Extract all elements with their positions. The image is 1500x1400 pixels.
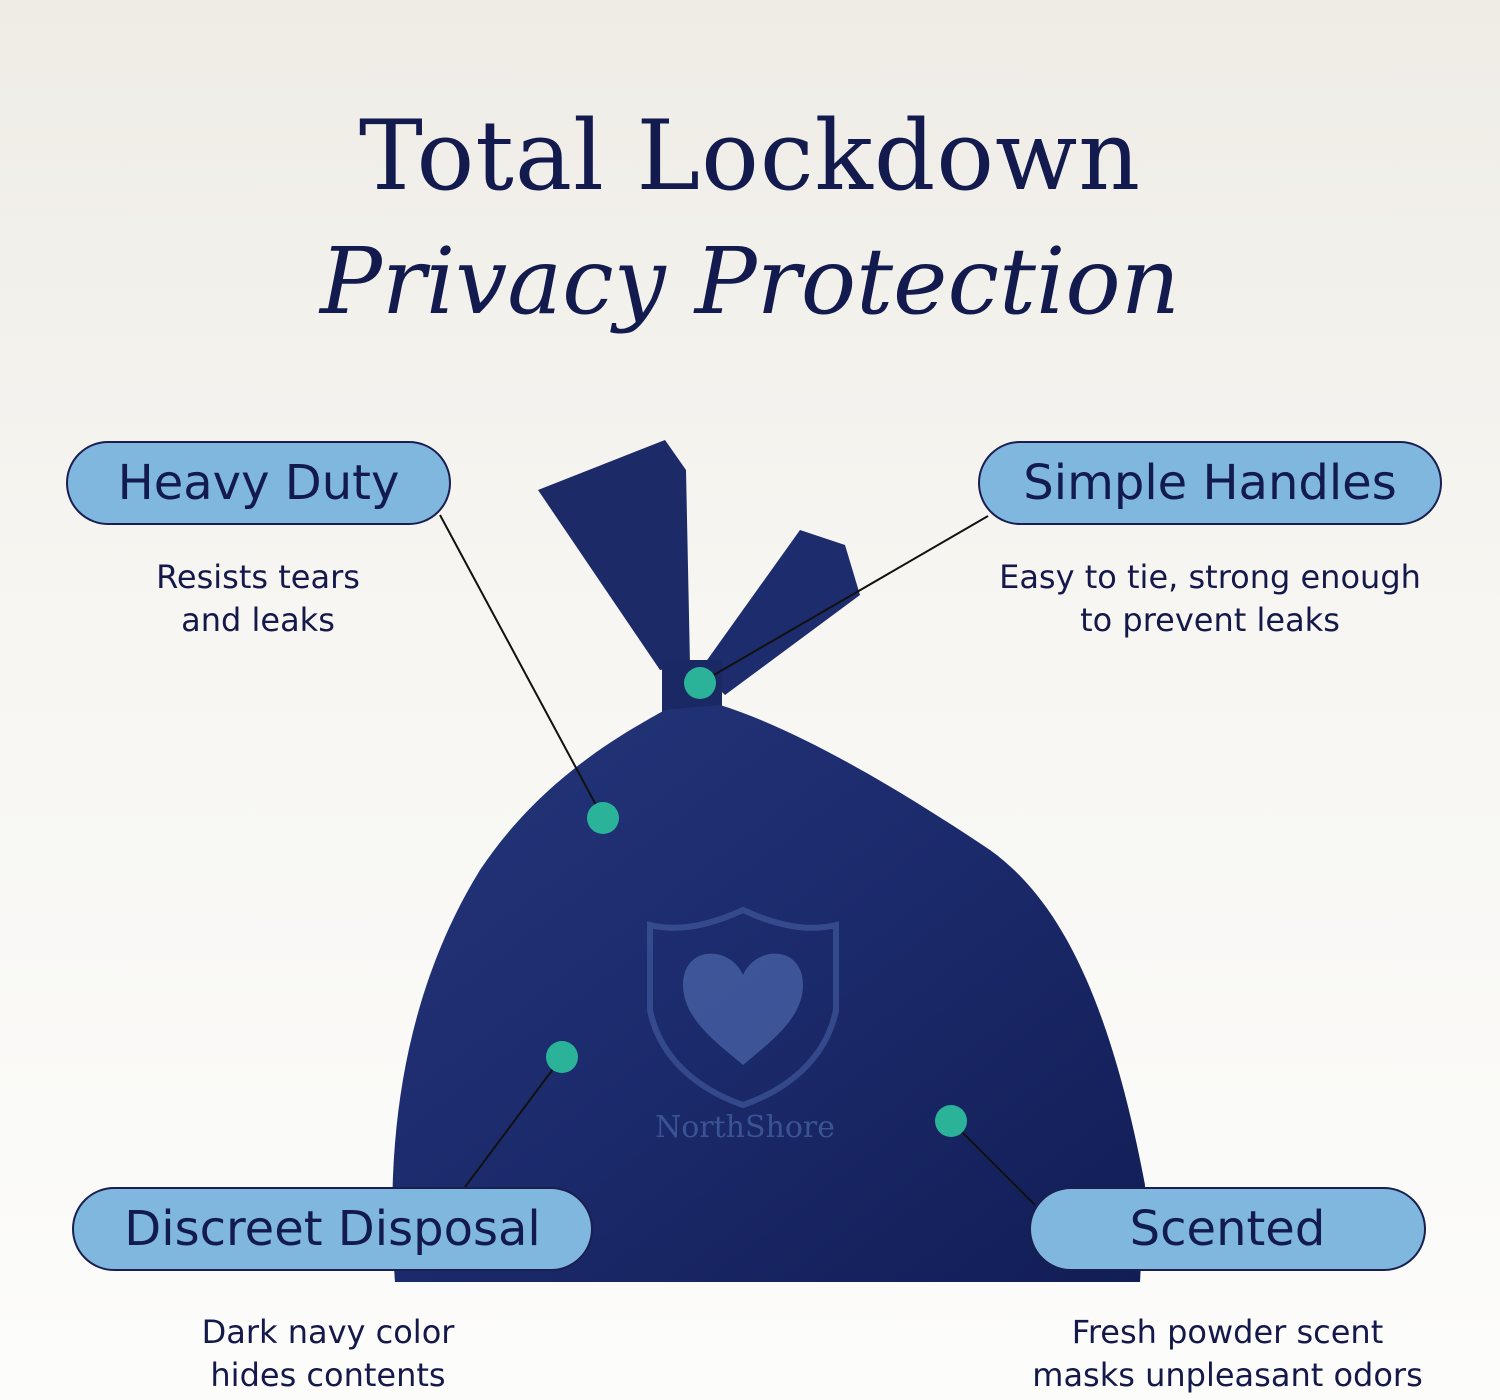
brand-logo-text: NorthShore xyxy=(654,1110,836,1145)
feature-pill-discreet-disposal: Discreet Disposal xyxy=(72,1187,593,1271)
handles-marker xyxy=(684,667,716,699)
desc-line: hides contents xyxy=(210,1356,446,1394)
shield-heart-logo xyxy=(647,906,839,1109)
desc-line: Resists tears xyxy=(156,558,360,596)
desc-line: Dark navy color xyxy=(201,1313,455,1351)
desc-line: masks unpleasant odors xyxy=(1032,1356,1423,1394)
desc-line: to prevent leaks xyxy=(1080,601,1340,639)
bag-right-ear xyxy=(700,530,860,695)
desc-line: and leaks xyxy=(181,601,335,639)
bag-left-ear xyxy=(538,440,690,670)
desc-line: Fresh powder scent xyxy=(1071,1313,1384,1351)
feature-pill-heavy-duty: Heavy Duty xyxy=(66,441,451,525)
feature-pill-simple-handles: Simple Handles xyxy=(978,441,1442,525)
feature-desc-scented: Fresh powder scent masks unpleasant odor… xyxy=(990,1311,1465,1397)
headline: Total Lockdown xyxy=(358,100,1142,212)
desc-line: Easy to tie, strong enough xyxy=(999,558,1421,596)
discreet-marker xyxy=(546,1041,578,1073)
subheadline: Privacy Protection xyxy=(319,228,1181,335)
feature-pill-scented: Scented xyxy=(1029,1187,1426,1271)
scented-marker xyxy=(935,1105,967,1137)
feature-desc-simple-handles: Easy to tie, strong enough to prevent le… xyxy=(950,556,1470,642)
heavy-duty-marker xyxy=(587,802,619,834)
feature-desc-discreet-disposal: Dark navy color hides contents xyxy=(133,1311,523,1397)
feature-desc-heavy-duty: Resists tears and leaks xyxy=(58,556,458,642)
